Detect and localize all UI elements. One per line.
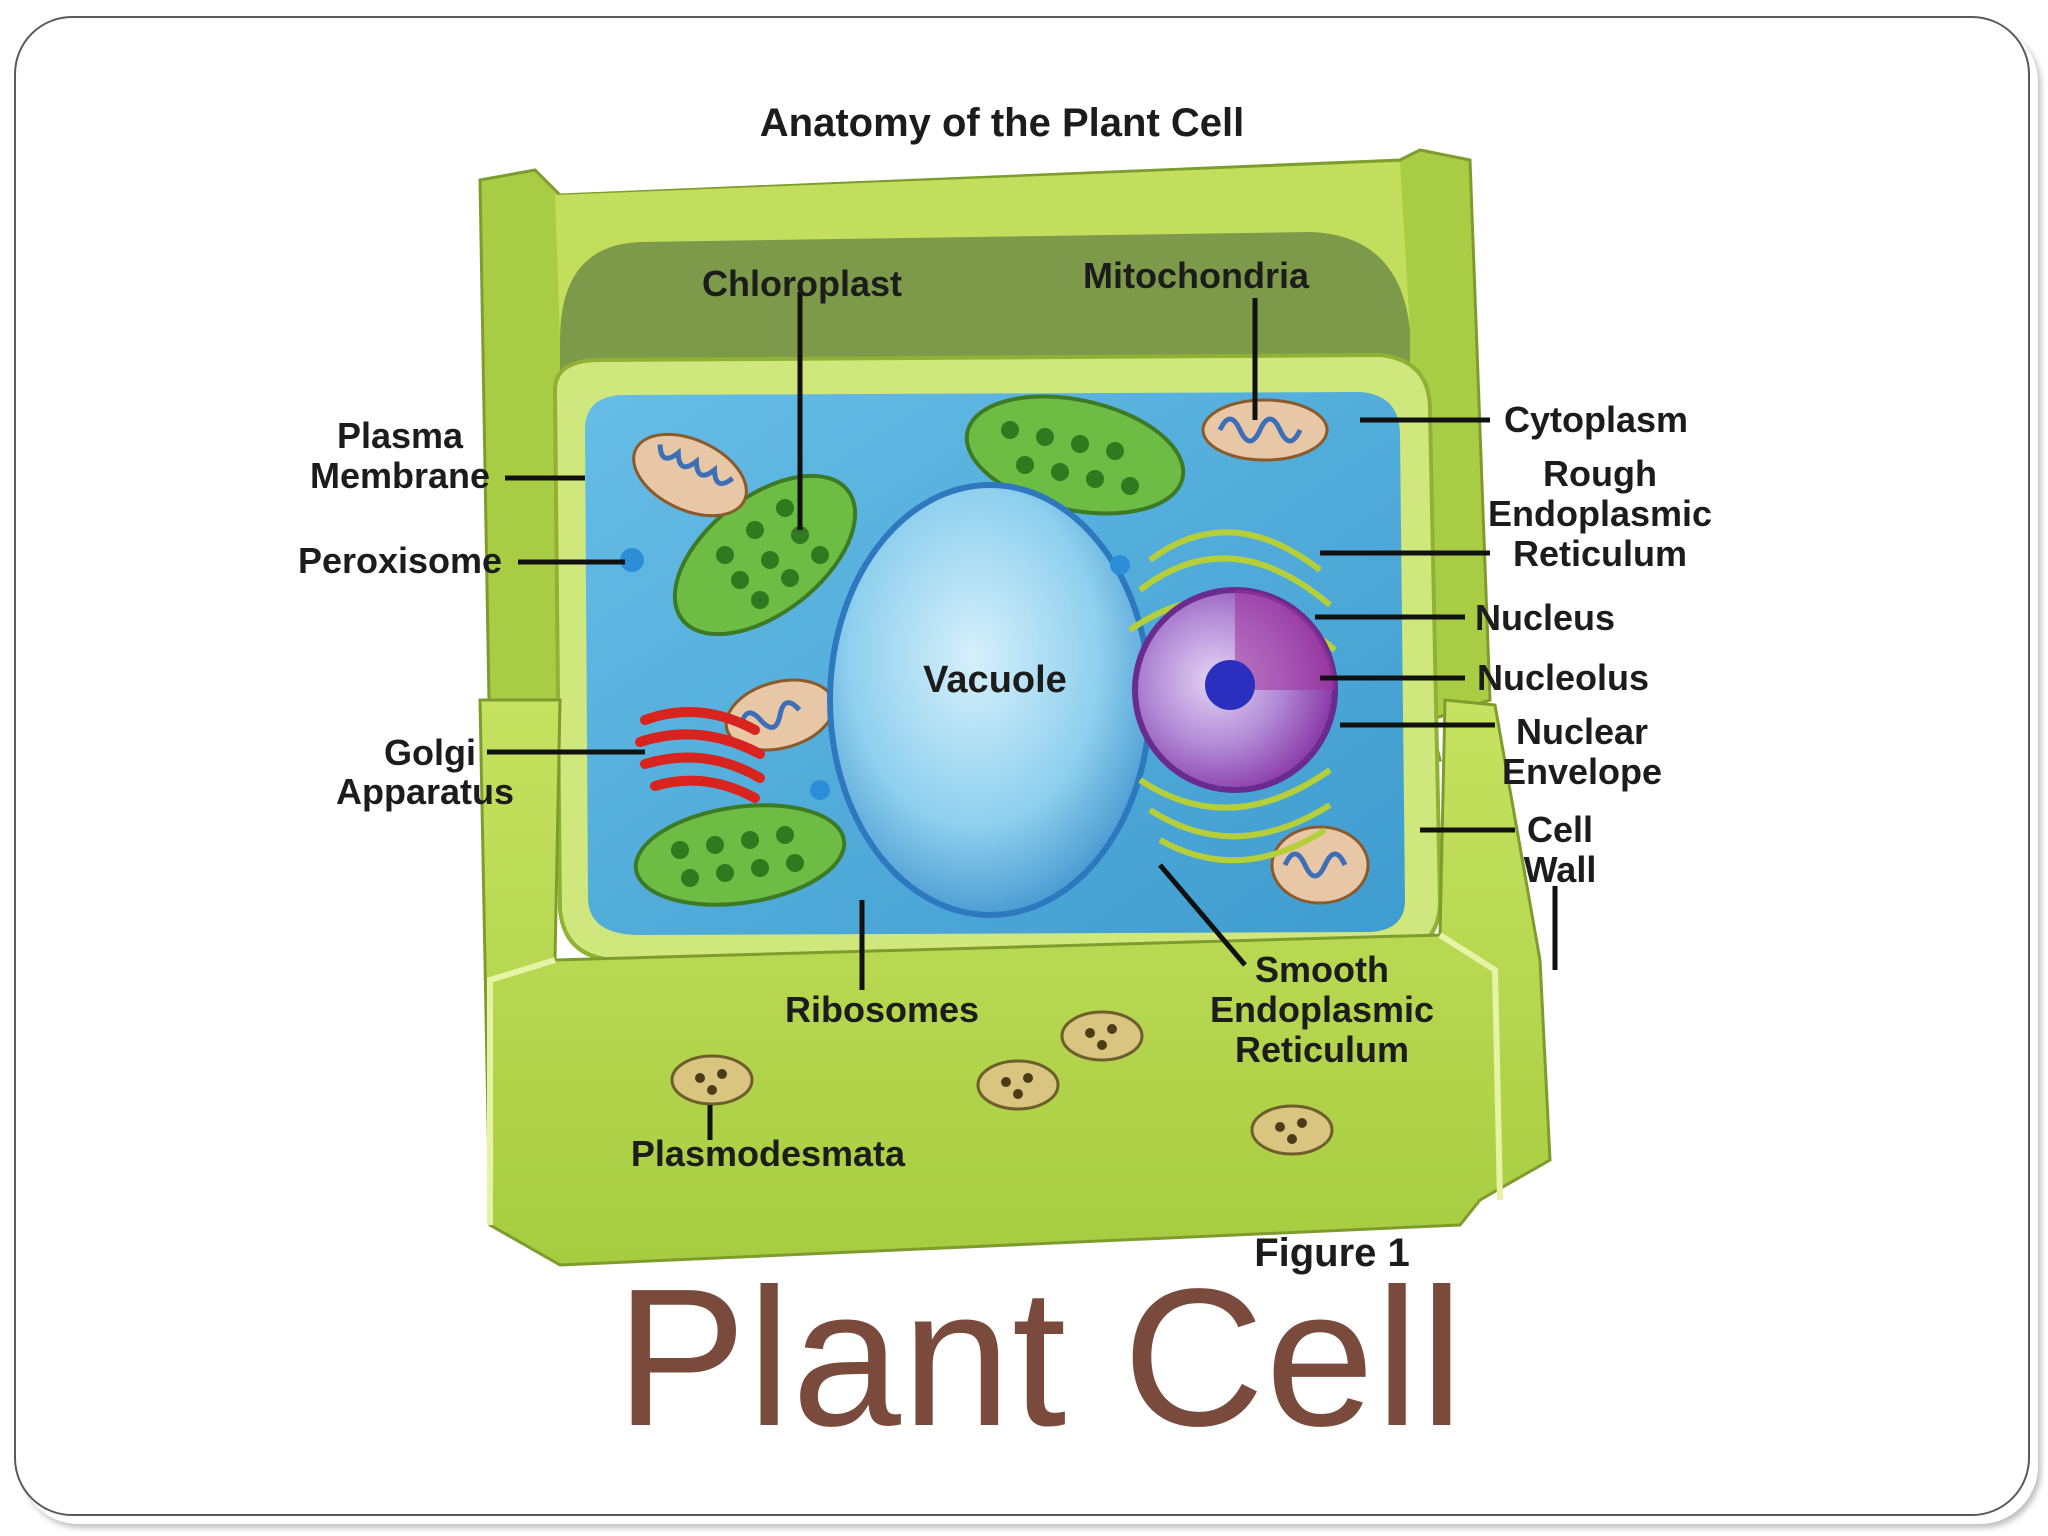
- label-golgi-line2: Apparatus: [336, 771, 514, 812]
- leader-lines: [487, 292, 1558, 1140]
- plasmodesmata: [670, 1010, 1334, 1156]
- label-plasma-membrane-line2: Membrane: [310, 455, 490, 496]
- mitochondrion-1: [632, 432, 748, 518]
- label-plasma-membrane-line1: Plasma: [337, 415, 464, 456]
- label-nucleolus: Nucleolus: [1477, 657, 1649, 698]
- label-golgi-line1: Golgi: [384, 732, 476, 773]
- label-plasmodesmata: Plasmodesmata: [631, 1133, 906, 1174]
- label-rough-er-line2: Endoplasmic: [1488, 493, 1712, 534]
- chloroplast-top: [672, 473, 858, 637]
- label-ribosomes: Ribosomes: [785, 989, 979, 1030]
- label-nucleus: Nucleus: [1475, 597, 1615, 638]
- label-cytoplasm: Cytoplasm: [1504, 399, 1688, 440]
- nucleus: [1132, 587, 1338, 793]
- label-smooth-er-line3: Reticulum: [1235, 1029, 1409, 1070]
- peroxisome: [620, 548, 1130, 800]
- chloroplast-right: [964, 394, 1186, 516]
- label-rough-er-line1: Rough: [1543, 453, 1657, 494]
- label-vacuole: Vacuole: [923, 659, 1067, 701]
- label-nuclear-envelope-line1: Nuclear: [1516, 711, 1648, 752]
- label-cell-wall-line2: Wall: [1524, 849, 1597, 890]
- label-chloroplast: Chloroplast: [702, 263, 902, 304]
- label-mitochondria: Mitochondria: [1083, 255, 1310, 296]
- label-smooth-er-line1: Smooth: [1255, 949, 1389, 990]
- mitochondrion-2: [1201, 398, 1329, 462]
- chloroplast-bottom: [633, 803, 847, 907]
- figure-caption: Figure 1: [1254, 1231, 1410, 1275]
- label-rough-er-line3: Reticulum: [1513, 533, 1687, 574]
- rough-er: [1128, 529, 1337, 864]
- golgi-apparatus: [635, 707, 765, 803]
- mitochondrion-4: [1270, 825, 1370, 905]
- label-nuclear-envelope-line2: Envelope: [1502, 751, 1662, 792]
- diagram-heading: Anatomy of the Plant Cell: [760, 101, 1245, 145]
- slide-title: Plant Cell: [615, 1248, 1465, 1467]
- label-peroxisome: Peroxisome: [298, 540, 502, 581]
- label-smooth-er-line2: Endoplasmic: [1210, 989, 1434, 1030]
- label-cell-wall-line1: Cell: [1527, 809, 1593, 850]
